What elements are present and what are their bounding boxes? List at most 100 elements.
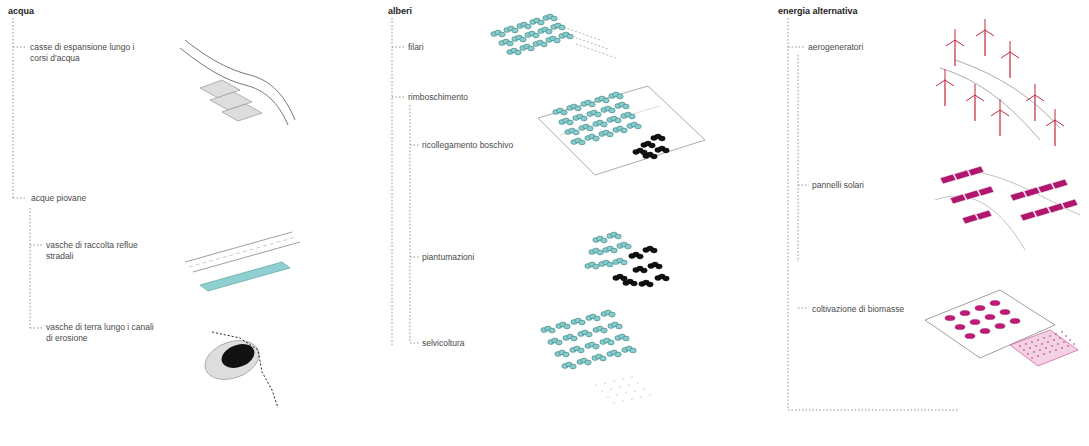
biomass-dot	[1047, 341, 1049, 343]
biomass-fields	[925, 290, 1078, 366]
row-line	[576, 44, 616, 58]
dot	[613, 402, 614, 403]
biomass-dot	[1039, 349, 1041, 351]
road-basin	[185, 232, 300, 291]
biomass-dot	[1051, 345, 1053, 347]
tree-crown	[621, 276, 627, 281]
tree-crown	[525, 24, 531, 29]
biomass-dot	[1037, 339, 1039, 341]
biomass-crop	[1000, 309, 1010, 314]
dot	[610, 388, 611, 389]
solar-panel	[954, 170, 970, 180]
biomass-dot	[1045, 347, 1047, 349]
tree-crown	[554, 38, 560, 43]
solar-panel	[1020, 211, 1036, 221]
biomass-crop	[990, 300, 1000, 305]
solar-ground	[935, 170, 1080, 250]
tree-crown	[578, 348, 584, 353]
biomass-dot	[1049, 335, 1051, 337]
tree-crown	[499, 32, 505, 37]
tree-crown	[567, 120, 573, 125]
turbine-mast	[984, 30, 985, 56]
tree-crown	[603, 98, 609, 103]
biomass-dot	[1059, 337, 1061, 339]
turbine-blade	[966, 95, 975, 101]
tree-crown	[623, 104, 629, 109]
group-heading: energia alternativa	[778, 6, 858, 17]
solar-panel	[950, 194, 966, 204]
tree-crown	[581, 116, 587, 121]
tree-crown	[587, 126, 593, 131]
tree-lines	[13, 18, 958, 410]
tree-crown	[621, 260, 627, 265]
item-label: ricollegamento boschivo	[422, 140, 513, 151]
tree-crown	[561, 110, 567, 115]
biomass-dot	[1041, 343, 1043, 345]
biomass-dot	[1025, 343, 1027, 345]
tree-crown	[585, 360, 591, 365]
tree-crown	[621, 128, 627, 133]
biomass-crop	[955, 324, 965, 329]
item-label: vasche di terra lungo i canali di erosio…	[46, 322, 156, 343]
tree-crown	[609, 312, 615, 317]
dot	[619, 386, 620, 387]
biomass-dot	[1035, 345, 1037, 347]
tree-crown	[651, 248, 657, 253]
tree-crown	[663, 148, 669, 153]
tree-crown	[593, 136, 599, 141]
turbine-blade	[1000, 110, 1009, 116]
tree-crown	[593, 344, 599, 349]
turbine-blade	[936, 80, 945, 86]
dot	[622, 400, 623, 401]
biomass-crop	[945, 315, 955, 320]
biomass-dot	[1023, 349, 1025, 351]
row-line	[568, 35, 608, 49]
turbine-mast	[1034, 95, 1035, 121]
solar-panel	[978, 186, 994, 196]
dot	[616, 394, 617, 395]
repeated-elements	[491, 14, 1078, 404]
turbine-blade	[975, 95, 984, 101]
biomass-dot	[1073, 343, 1075, 345]
tree-crown	[615, 352, 621, 357]
turbine-blade	[955, 29, 956, 40]
tree-crown	[611, 248, 617, 253]
item-label: rimboschimento	[408, 92, 468, 103]
tree-crown	[649, 143, 655, 148]
turbine-blade	[1000, 99, 1001, 110]
tree-crown	[559, 25, 565, 30]
turbine-mast	[1054, 120, 1055, 146]
turbine-blade	[1010, 41, 1011, 52]
dot	[607, 396, 608, 397]
solar-panel	[968, 166, 984, 176]
biomass-dot	[1027, 353, 1029, 355]
biomass-dot	[1061, 331, 1063, 333]
item-label: filari	[408, 42, 424, 53]
tree-crown	[607, 132, 613, 137]
platform-line	[560, 106, 660, 135]
biomass-dot	[1067, 345, 1069, 347]
biomass-dot	[1053, 339, 1055, 341]
biomass-dot	[1037, 355, 1039, 357]
tree-crown	[600, 356, 606, 361]
solar-panel	[940, 174, 956, 184]
row-line	[560, 26, 600, 40]
item-label: selvicoltura	[422, 338, 465, 349]
tree-crown	[601, 122, 607, 127]
tree-crown	[630, 348, 636, 353]
item-label: piantumazioni	[422, 252, 474, 263]
platform	[538, 86, 705, 175]
tree-crown	[573, 130, 579, 135]
biomass-crop	[1010, 318, 1020, 323]
tree-crown	[625, 244, 631, 249]
turbine-blade	[991, 110, 1000, 116]
turbine-mast	[944, 80, 945, 106]
turbine-blade	[1055, 120, 1064, 126]
tree-crown	[541, 42, 547, 47]
biomass-crop	[960, 310, 970, 315]
biomass-dot	[1043, 337, 1045, 339]
biomass-dot	[1031, 357, 1033, 359]
tree-crown	[528, 46, 534, 51]
tree-crown	[586, 332, 592, 337]
